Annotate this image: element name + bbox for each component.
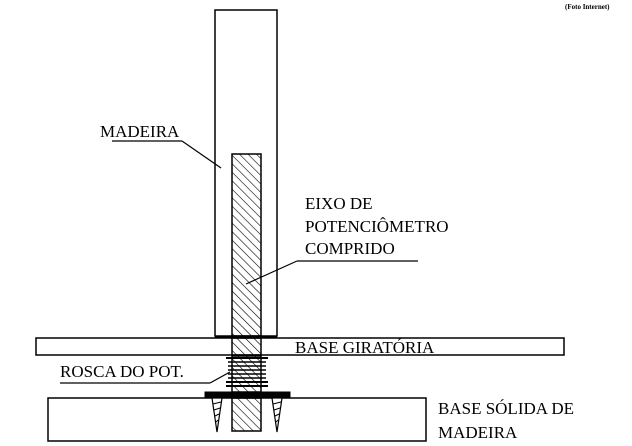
photo-credit: (Foto Internet) [565, 3, 610, 11]
left-pin [211, 397, 223, 433]
right-pin [271, 397, 283, 433]
label-pot-thread: ROSCA DO POT. [60, 362, 184, 381]
pot-thread [226, 355, 268, 393]
leader-thread-arrow [209, 371, 231, 384]
rotating-base-plate [35, 337, 565, 356]
label-rotating-base: BASE GIRATÓRIA [295, 338, 435, 357]
pot-shaft-lower [231, 397, 262, 432]
label-solid-base-line2: MADEIRA [438, 423, 518, 442]
pot-body [204, 391, 291, 399]
pot-shaft-upper [231, 153, 262, 337]
pot-shaft-through-base [231, 337, 262, 356]
leader-shaft-arrow [245, 260, 298, 285]
label-solid-base-line1: BASE SÓLIDA DE [438, 399, 574, 418]
label-shaft-line2: POTENCIÔMETRO [305, 217, 449, 236]
label-shaft-line1: EIXO DE [305, 194, 373, 213]
label-wood: MADEIRA [100, 122, 180, 141]
leader-wood-arrow [181, 140, 222, 169]
label-shaft-line3: COMPRIDO [305, 239, 395, 258]
